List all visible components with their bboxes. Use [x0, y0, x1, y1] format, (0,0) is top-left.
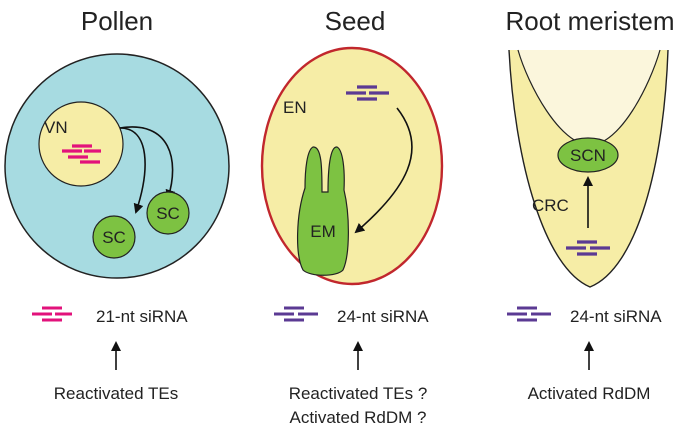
- arrow-to-sc-left: [119, 127, 146, 214]
- seed-caption-line1: Reactivated TEs ?: [289, 384, 428, 403]
- stem-cell-niche: [557, 137, 619, 173]
- crc-label: CRC: [532, 196, 569, 215]
- legend-24nt-sirna-icon-root: [507, 306, 551, 322]
- sc-right-label: SC: [156, 204, 180, 223]
- legend-21nt-sirna-icon: [32, 306, 72, 322]
- root-panel: Root meristem SCN CRC 24-nt siRNA Activa…: [505, 6, 674, 403]
- root-sirna-cluster: [566, 240, 610, 256]
- vn-label: VN: [44, 118, 68, 137]
- legend-24nt-label-root: 24-nt siRNA: [570, 307, 662, 326]
- pollen-title: Pollen: [81, 6, 153, 36]
- sperm-cell-right: [146, 191, 190, 235]
- seed-sirna-cluster: [346, 85, 389, 101]
- em-label: EM: [310, 222, 336, 241]
- pollen-panel: Pollen VN SC SC 21-nt siRNA Reactivated …: [4, 6, 230, 403]
- root-caption: Activated RdDM: [528, 384, 651, 403]
- root-title: Root meristem: [505, 6, 674, 36]
- seed-panel: Seed EN EM 24-nt siRNA Reactivated TEs ?…: [260, 6, 444, 427]
- arrow-to-sc-right: [119, 126, 176, 200]
- embryo: [297, 146, 349, 276]
- legend-24nt-label-seed: 24-nt siRNA: [337, 307, 429, 326]
- legend-24nt-sirna-icon-seed: [274, 306, 318, 322]
- root-tip-outline: [508, 49, 669, 288]
- pollen-caption: Reactivated TEs: [54, 384, 178, 403]
- seed-title: Seed: [325, 6, 386, 36]
- legend-21nt-label: 21-nt siRNA: [96, 307, 188, 326]
- en-label: EN: [283, 98, 307, 117]
- arrow-to-embryo: [354, 107, 413, 234]
- vegetative-nucleus: [38, 101, 124, 187]
- pollen-sirna-cluster: [62, 144, 101, 164]
- sc-left-label: SC: [102, 228, 126, 247]
- sperm-cell-left: [92, 215, 136, 259]
- seed-caption-line2: Activated RdDM ?: [290, 408, 427, 427]
- seed-endosperm: [260, 46, 444, 286]
- scn-label: SCN: [570, 146, 606, 165]
